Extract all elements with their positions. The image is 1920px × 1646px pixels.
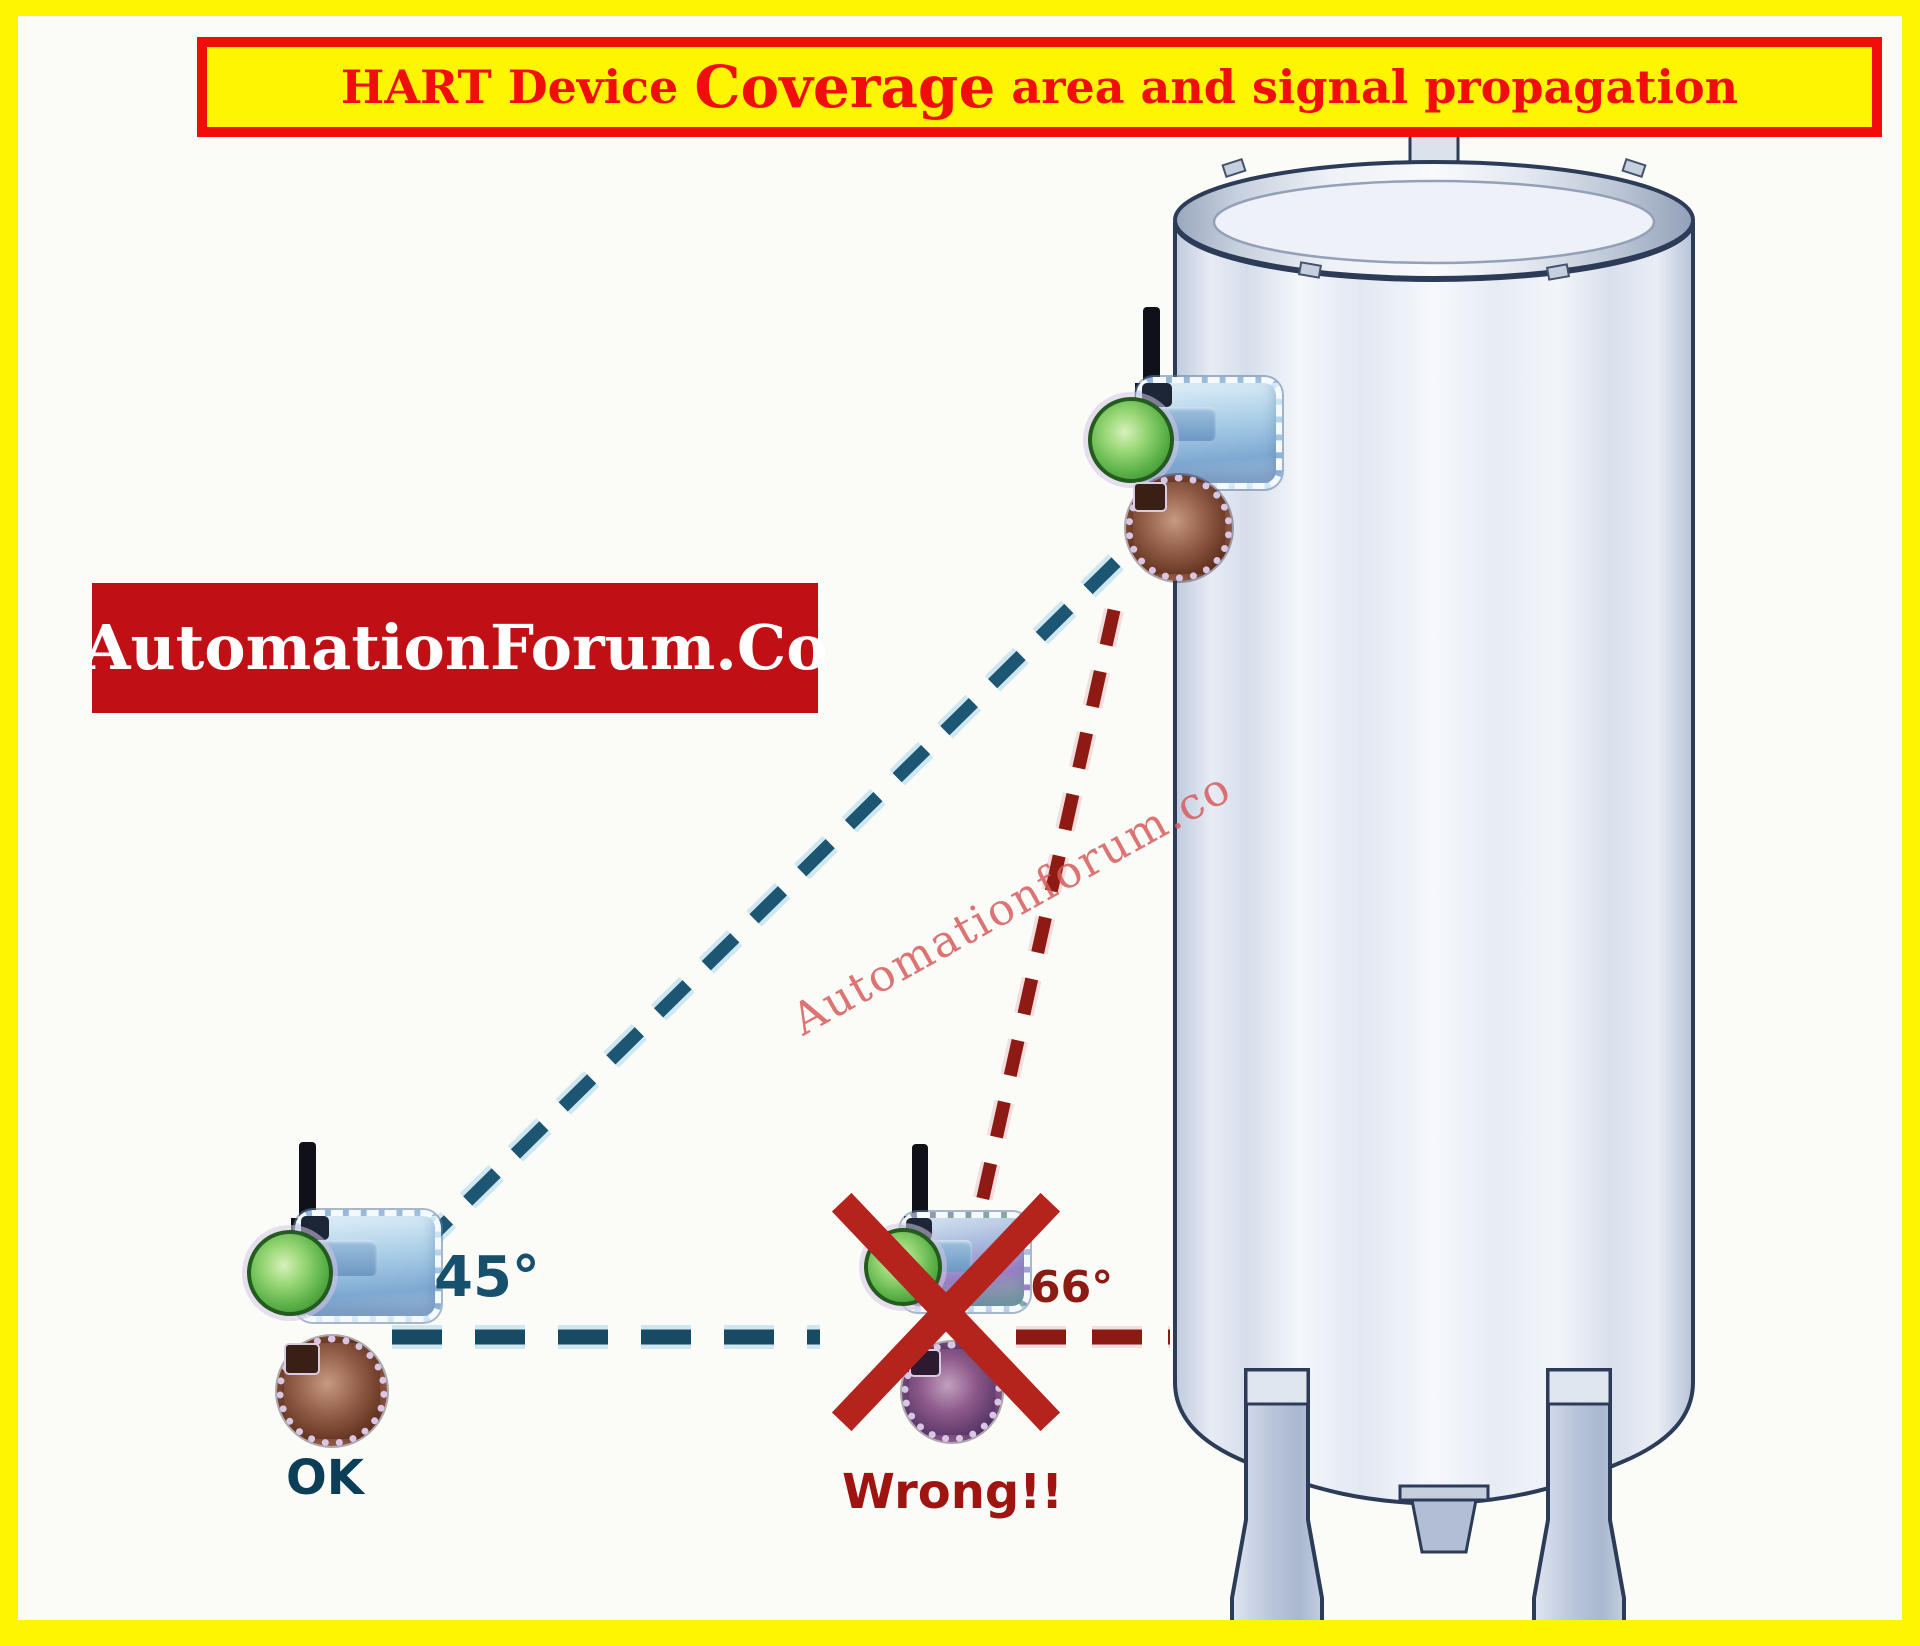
title-part1: HART Device — [340, 60, 695, 114]
ok-angle-label: 45° — [434, 1245, 540, 1310]
wrong-diagonal-signal — [963, 608, 1121, 1258]
antenna-icon — [912, 1144, 928, 1220]
rim-notch — [1621, 157, 1647, 179]
tank-leg-left — [1230, 1368, 1324, 1620]
cross-stroke-2 — [831, 1192, 1061, 1432]
title-part3: area and signal propagation — [995, 60, 1739, 114]
brand-banner-text: AutomationForum.Co — [82, 611, 828, 684]
transmitter-flange — [1126, 475, 1232, 581]
brand-banner: AutomationForum.Co — [82, 583, 828, 713]
tank-leg-right-cap — [1546, 1368, 1612, 1406]
wrong-status-label: Wrong!! — [842, 1464, 1064, 1520]
tank-top-surface — [1212, 179, 1656, 265]
transmitter-lens — [1088, 397, 1174, 483]
ok-status-label: OK — [286, 1450, 364, 1506]
title-part2: Coverage — [694, 53, 996, 121]
tank-leg-right — [1532, 1368, 1626, 1620]
tank-and-signals-layer — [392, 130, 1695, 1620]
transmitter-flange — [277, 1336, 387, 1446]
rim-notch — [1545, 263, 1571, 281]
cross-layer — [831, 1192, 1061, 1432]
rim-notch — [1221, 157, 1247, 179]
tank-mounted-transmitter — [1048, 301, 1288, 601]
ok-position-transmitter — [213, 1134, 463, 1454]
ok-diagonal-signal — [415, 557, 1121, 1253]
rim-notch — [1297, 261, 1323, 279]
bottom-nozzle — [1410, 1498, 1478, 1554]
wrong-angle-label: 66° — [1030, 1262, 1114, 1313]
flange-core — [284, 1343, 320, 1375]
antenna-icon — [1143, 307, 1160, 387]
tank-leg-left-cap — [1244, 1368, 1310, 1406]
transmitter-lens — [247, 1230, 333, 1316]
antenna-icon — [299, 1142, 316, 1222]
title-banner: HART Device Coverage area and signal pro… — [197, 37, 1882, 137]
flange-core — [1133, 482, 1167, 512]
